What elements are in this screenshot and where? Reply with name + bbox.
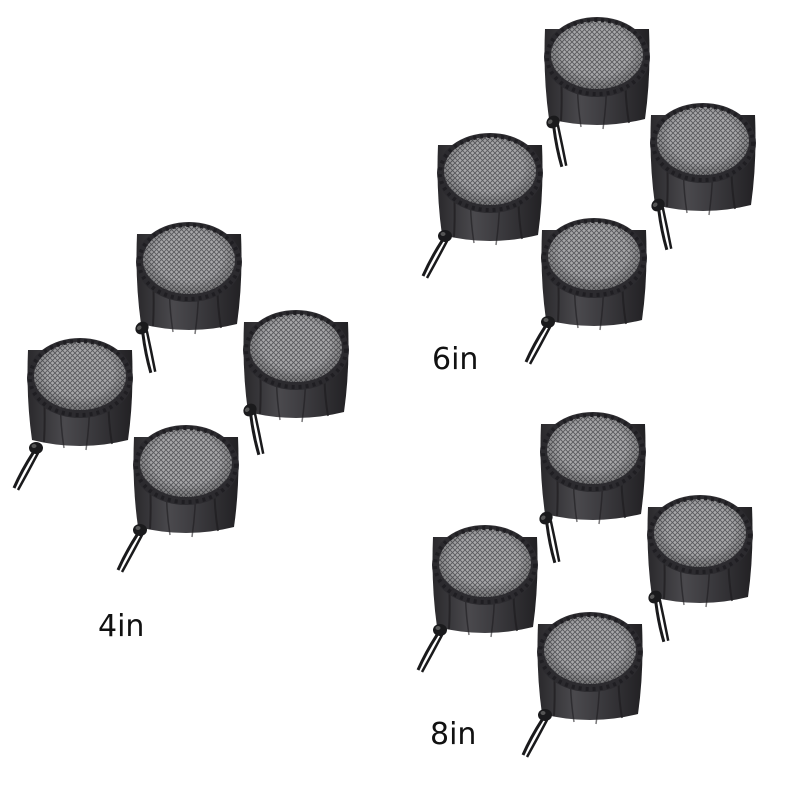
cover-item — [524, 216, 649, 366]
cover-item — [523, 410, 648, 566]
size-label-4in: 4in — [98, 609, 145, 644]
cover-item — [521, 610, 645, 759]
cover-item — [635, 101, 758, 253]
cover-item — [119, 220, 244, 376]
cover-item — [530, 15, 652, 170]
cover-group-6in — [421, 15, 758, 366]
size-label-8in: 8in — [430, 717, 477, 752]
cover-item — [116, 423, 241, 574]
cover-item — [416, 523, 540, 674]
cover-item — [632, 493, 755, 645]
cover-item — [421, 131, 545, 280]
cover-group-4in — [12, 220, 351, 574]
cover-item — [12, 336, 135, 492]
cover-item — [227, 308, 351, 458]
size-label-6in: 6in — [432, 342, 479, 377]
cover-group-8in — [416, 410, 755, 759]
